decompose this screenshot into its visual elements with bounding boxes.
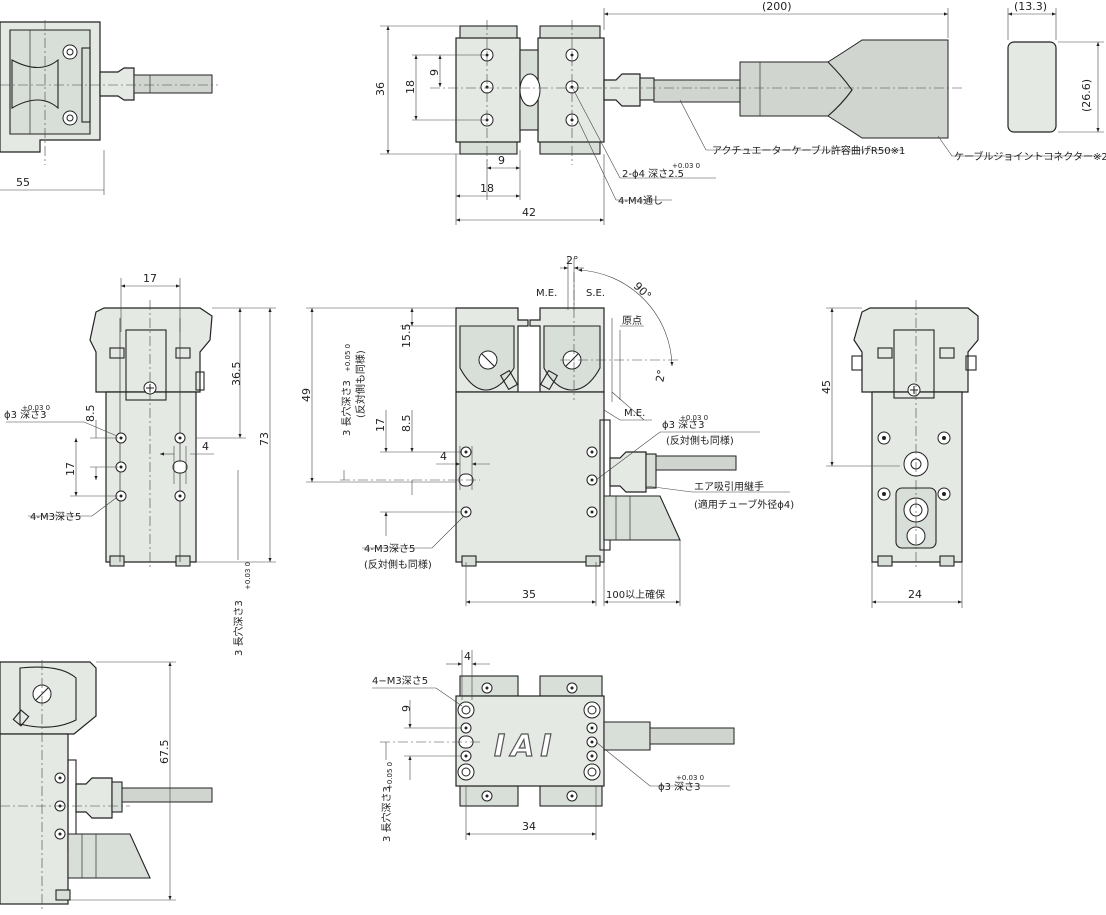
label-long-hole-mid: 3 長穴深さ3 <box>340 380 353 436</box>
dim-35: 35 <box>522 588 536 601</box>
dim-17-front: 17 <box>374 418 387 432</box>
view-left-side: 17 36.5 73 8.5 17 4 ϕ3 深さ3 +0.03 0 4-M3深… <box>4 272 276 656</box>
dim-73: 73 <box>258 432 271 446</box>
dim-45: 45 <box>820 380 833 394</box>
label-cable-joint: ケーブルジョイントコネクター※2 <box>954 150 1106 163</box>
dim-100: 100以上確保 <box>606 588 665 601</box>
label-phi3-bottom: ϕ3 深さ3 <box>658 781 701 793</box>
view-top-plan: 36 18 9 9 18 42 (200) アクチュエーターケーブル許容曲げR5… <box>374 0 1106 225</box>
label-long-hole-bottom-tol: +0.05 0 <box>386 762 394 790</box>
dim-4-left: 4 <box>202 440 209 453</box>
dim-9-horizontal: 9 <box>498 154 505 167</box>
dim-9-bottom: 9 <box>400 705 413 712</box>
dim-49: 49 <box>300 388 313 402</box>
label-phi3-left: ϕ3 深さ3 <box>4 409 47 421</box>
label-air-joint-note: (適用チューブ外径ϕ4) <box>694 498 794 511</box>
dim-9-vertical: 9 <box>428 69 441 76</box>
label-air-joint: エア吸引用継手 <box>694 480 764 493</box>
label-me-side: M.E. <box>624 408 645 419</box>
dim-36-5: 36.5 <box>230 362 243 387</box>
iai-logo: IAI <box>494 729 558 764</box>
dim-42: 42 <box>522 206 536 219</box>
label-phi3-mid: ϕ3 深さ3 <box>662 419 705 431</box>
dim-26-6: (26.6) <box>1080 79 1093 112</box>
dim-90deg: 90° <box>631 280 654 303</box>
label-origin: 原点 <box>622 315 642 327</box>
label-phi4: 2-ϕ4 深さ2.5 <box>622 168 684 180</box>
dim-4-bottom: 4 <box>464 650 471 663</box>
view-connector-end: (13.3) (26.6) <box>1007 0 1104 133</box>
dim-4-front: 4 <box>440 450 447 463</box>
dim-17-left: 17 <box>64 462 77 476</box>
dim-67-5: 67.5 <box>158 740 171 765</box>
label-phi3-mid-tol: +0.03 0 <box>680 414 708 422</box>
label-se: S.E. <box>586 288 605 299</box>
dim-17-top: 17 <box>143 272 157 285</box>
dim-18-horizontal: 18 <box>480 182 494 195</box>
view-right-end: 45 24 <box>820 300 979 608</box>
view-front: 2° 90° M.E. S.E. 原点 M.E. 2° 15.5 49 17 8… <box>300 254 794 606</box>
dim-36: 36 <box>374 82 387 96</box>
label-phi3-left-tol: +0.03 0 <box>22 404 50 412</box>
dim-200: (200) <box>762 0 792 13</box>
label-long-hole-left-tol: +0.03 0 <box>244 562 252 590</box>
dim-34: 34 <box>522 820 536 833</box>
dim-18-vertical: 18 <box>404 80 417 94</box>
dim-24: 24 <box>908 588 922 601</box>
view-bottom-plan: IAI 4 9 3 長穴深さ3 +0.05 0 34 4−M3深さ5 ϕ3 深さ… <box>372 650 735 842</box>
dim-55: 55 <box>16 176 30 189</box>
dim-13-3: (13.3) <box>1014 0 1047 13</box>
dim-15-5: 15.5 <box>400 324 413 349</box>
dim-2deg-side: 2° <box>653 369 668 384</box>
label-phi3-mid-note: (反対側も同様) <box>666 434 734 447</box>
label-cable-bend: アクチュエーターケーブル許容曲げR50※1 <box>712 144 905 157</box>
label-m4: 4-M4通し <box>618 195 663 207</box>
dim-8-5-left: 8.5 <box>84 405 97 423</box>
dim-8-5-front: 8.5 <box>400 415 413 433</box>
label-m3-bottom: 4−M3深さ5 <box>372 675 428 687</box>
label-me-top: M.E. <box>536 288 557 299</box>
label-long-hole-bottom: 3 長穴深さ3 <box>380 786 393 842</box>
view-bottom-left: 67.5 <box>0 660 213 910</box>
label-phi4-tol: +0.03 0 <box>672 162 700 170</box>
label-m3-left: 4-M3深さ5 <box>30 511 81 523</box>
label-m3-mid: 4-M3深さ5 <box>364 543 415 555</box>
dim-2deg-top: 2° <box>566 254 579 267</box>
label-m3-mid-note: (反対側も同様) <box>364 558 432 571</box>
label-long-hole-mid-note: (反対側も同様) <box>354 350 367 418</box>
label-phi3-bottom-tol: +0.03 0 <box>676 774 704 782</box>
label-long-hole-left: 3 長穴深さ3 <box>232 600 245 656</box>
label-long-hole-mid-tol: +0.05 0 <box>344 344 352 372</box>
view-top-left: 55 <box>0 20 218 195</box>
